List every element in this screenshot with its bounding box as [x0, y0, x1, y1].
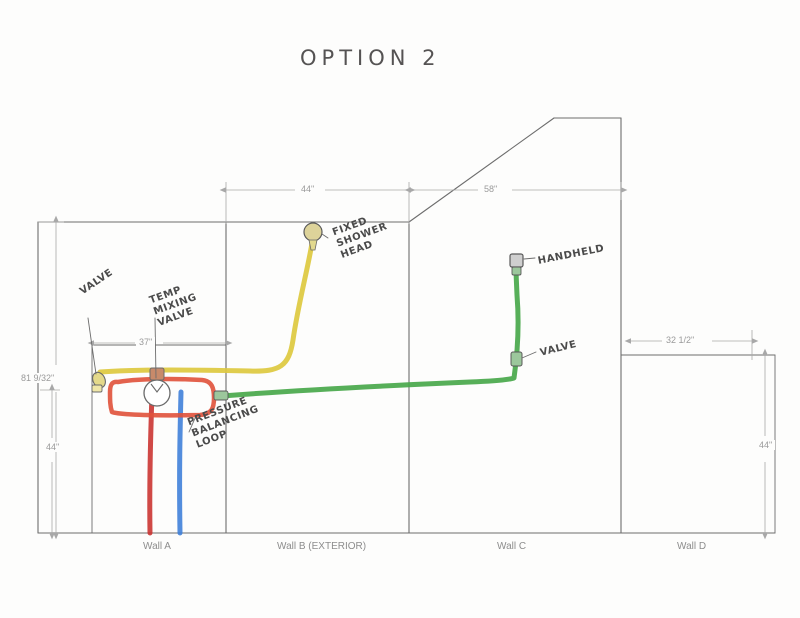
dimension-wall-c-width: 58"	[481, 184, 501, 194]
dimension-valve-height-left: 44"	[43, 442, 63, 452]
wall-label-c: Wall C	[497, 541, 527, 552]
dimension-lines	[38, 182, 768, 540]
handheld-supply-line	[219, 257, 521, 399]
dimension-wall-b-width: 44"	[298, 184, 318, 194]
wall-label-b: Wall B (EXTERIOR)	[277, 541, 367, 552]
cold-water-supply-line	[177, 389, 184, 536]
handheld-outlet-stub	[213, 390, 229, 401]
wall-label-a: Wall A	[143, 541, 171, 552]
dimension-valve-offset: 37"	[136, 337, 156, 347]
wall-label-d: Wall D	[677, 541, 707, 552]
fixed-shower-head-icon	[303, 222, 323, 251]
handheld-bracket-icon	[509, 253, 524, 367]
annotation-leader-lines	[87, 233, 537, 433]
pressure-balancing-loop	[107, 376, 217, 418]
fixed-shower-head-supply	[97, 240, 315, 375]
dimension-valve-height-right: 44"	[756, 440, 776, 450]
mixing-valve-icon	[143, 367, 171, 407]
dimension-wall-d-width: 32 1/2"	[663, 335, 698, 345]
dimension-overall-height: 81 9/32"	[18, 373, 58, 383]
page-title: OPTION 2	[300, 46, 441, 70]
left-shutoff-valve-icon	[91, 371, 106, 393]
